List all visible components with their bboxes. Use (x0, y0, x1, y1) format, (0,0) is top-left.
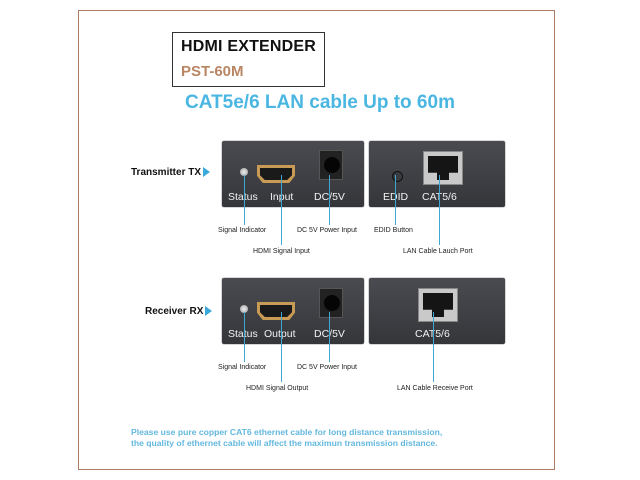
arrow-right-icon (205, 306, 213, 317)
callout-line (281, 312, 282, 382)
outer-frame (78, 10, 555, 470)
dc-jack-icon (319, 150, 343, 180)
callout-line (329, 312, 330, 362)
cable-headline: CAT5e/6 LAN cable Up to 60m (185, 92, 455, 113)
status-led-icon (240, 305, 248, 313)
edid-button-callout: EDID Button (374, 227, 413, 234)
product-title: HDMI EXTENDER (181, 38, 317, 55)
receiver-row-label: Receiver RX (145, 306, 213, 317)
product-model: PST-60M (181, 63, 244, 80)
status-label: Status (228, 191, 258, 203)
rj45-port-icon (418, 288, 458, 322)
cable-advice-note: Please use pure copper CAT6 ethernet cab… (131, 427, 443, 448)
tx-hdmi-input-callout: HDMI Signal Input (253, 248, 310, 255)
transmitter-back-panel: EDID CAT5/6 (369, 141, 505, 207)
status-led-icon (240, 168, 248, 176)
dc-jack-icon (319, 288, 343, 318)
rx-hdmi-output-callout: HDMI Signal Output (246, 385, 309, 392)
rx-signal-indicator-callout: Signal Indicator (218, 364, 267, 371)
callout-line (329, 175, 330, 225)
hdmi-port-icon (257, 302, 295, 320)
output-label: Output (264, 328, 296, 340)
callout-line (433, 312, 434, 382)
lan-launch-port-callout: LAN Cable Lauch Port (403, 248, 473, 255)
tx-signal-indicator-callout: Signal Indicator (218, 227, 267, 234)
callout-line (244, 175, 245, 225)
callout-line (281, 175, 282, 245)
callout-line (244, 312, 245, 362)
callout-line (439, 175, 440, 245)
rx-dc-power-callout: DC 5V Power Input (297, 364, 357, 371)
transmitter-row-label: Transmitter TX (131, 167, 211, 178)
callout-line (395, 175, 396, 225)
hdmi-port-icon (257, 165, 295, 183)
tx-dc-power-callout: DC 5V Power Input (297, 227, 357, 234)
receiver-back-panel: CAT5/6 (369, 278, 505, 344)
edid-button-icon (392, 171, 403, 182)
receiver-front-panel: Status Output DC/5V (222, 278, 364, 344)
rj45-port-icon (423, 151, 463, 185)
status-label: Status (228, 328, 258, 340)
cat56-label: CAT5/6 (415, 328, 450, 340)
title-box: HDMI EXTENDER PST-60M (172, 32, 325, 87)
arrow-right-icon (203, 167, 211, 178)
lan-receive-port-callout: LAN Cable Receive Port (397, 385, 473, 392)
